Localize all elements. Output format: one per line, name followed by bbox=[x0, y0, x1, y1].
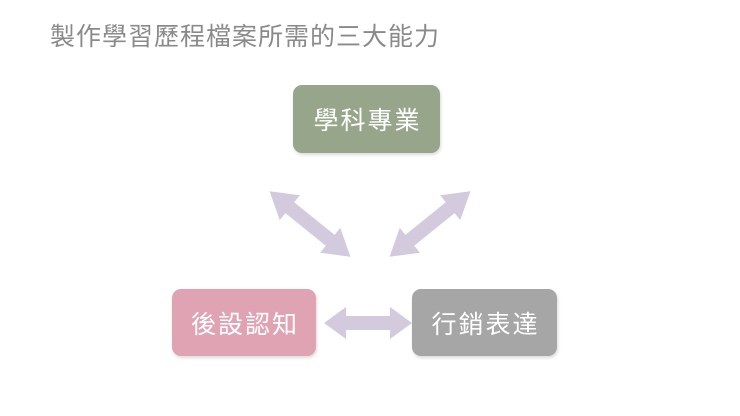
node-subject-expertise-label: 學科專業 bbox=[313, 107, 422, 135]
node-marketing-expression-label: 行銷表達 bbox=[431, 310, 540, 339]
arrow-metacognition-marketing-icon bbox=[324, 307, 412, 339]
arrow-metacognition-subject-icon bbox=[269, 191, 351, 257]
node-metacognition[interactable]: 後設認知 bbox=[172, 289, 316, 356]
node-metacognition-label: 後設認知 bbox=[190, 310, 299, 339]
node-marketing-expression[interactable]: 行銷表達 bbox=[412, 289, 557, 356]
arrow-subject-marketing-icon bbox=[389, 191, 471, 257]
page-title: 製作學習歷程檔案所需的三大能力 bbox=[50, 23, 441, 51]
node-subject-expertise[interactable]: 學科專業 bbox=[293, 85, 440, 153]
